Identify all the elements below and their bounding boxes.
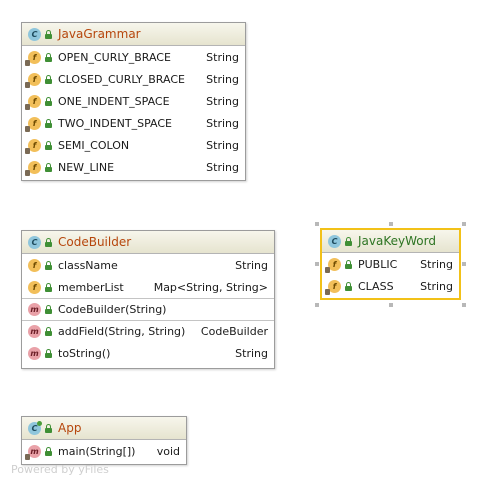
field-type: String — [206, 116, 239, 130]
field-type: String — [420, 257, 453, 271]
watermark-text: Powered by yFiles — [11, 463, 109, 476]
selection-handle[interactable] — [315, 222, 319, 226]
final-lock-icon — [45, 52, 52, 62]
field-name: OPEN_CURLY_BRACE — [58, 50, 171, 64]
field-row[interactable]: f CLOSED_CURLY_BRACE String — [22, 68, 245, 90]
public-lock-icon — [45, 29, 52, 39]
constructor-name: CodeBuilder(String) — [58, 303, 167, 316]
class-icon: C — [28, 235, 41, 249]
final-lock-icon — [45, 118, 52, 128]
class-icon: C — [28, 420, 42, 435]
field-icon: f — [28, 280, 41, 294]
class-header[interactable]: C JavaGrammar — [22, 23, 245, 46]
class-header[interactable]: C JavaKeyWord — [322, 230, 459, 253]
selection-handle[interactable] — [315, 262, 319, 266]
field-type: String — [206, 50, 239, 64]
field-name: ONE_INDENT_SPACE — [58, 94, 170, 108]
constructor-row[interactable]: m CodeBuilder(String) — [22, 298, 274, 320]
method-icon: m — [28, 325, 41, 338]
static-field-icon: f — [25, 72, 41, 88]
field-type: String — [420, 279, 453, 293]
static-field-icon: f — [25, 160, 41, 176]
method-name: toString() — [58, 346, 111, 360]
public-lock-icon — [45, 348, 52, 358]
static-field-icon: f — [25, 94, 41, 110]
method-type: CodeBuilder — [200, 325, 268, 338]
selection-handle[interactable] — [462, 303, 466, 307]
method-row[interactable]: m toString() String — [22, 342, 274, 364]
field-name: memberList — [58, 280, 124, 294]
method-row[interactable]: m addField(String, String) CodeBuilder — [22, 320, 274, 342]
final-lock-icon — [45, 162, 52, 172]
method-name: main(String[]) — [58, 444, 136, 458]
class-header[interactable]: C App — [22, 417, 186, 440]
static-field-icon: f — [25, 50, 41, 66]
field-type: String — [206, 94, 239, 108]
selection-handle[interactable] — [389, 222, 393, 226]
field-type: String — [206, 72, 239, 86]
field-name: CLOSED_CURLY_BRACE — [58, 72, 185, 86]
class-header[interactable]: C CodeBuilder — [22, 231, 274, 254]
method-row[interactable]: m main(String[]) void — [22, 440, 186, 462]
field-row[interactable]: f PUBLIC String — [322, 253, 459, 275]
public-lock-icon — [45, 327, 52, 336]
final-lock-icon — [45, 74, 52, 84]
class-title: App — [58, 421, 82, 435]
final-lock-icon — [45, 96, 52, 106]
field-row[interactable]: f TWO_INDENT_SPACE String — [22, 112, 245, 134]
selection-handle[interactable] — [389, 303, 393, 307]
selection-handle[interactable] — [462, 262, 466, 266]
static-field-icon: f — [325, 279, 341, 295]
field-row[interactable]: f CLASS String — [322, 275, 459, 297]
method-icon: m — [28, 303, 41, 316]
field-row[interactable]: f OPEN_CURLY_BRACE String — [22, 46, 245, 68]
method-type: void — [156, 444, 180, 458]
selection-handle[interactable] — [315, 303, 319, 307]
field-type: String — [235, 258, 268, 272]
field-name: CLASS — [358, 279, 394, 293]
static-field-icon: f — [25, 138, 41, 154]
field-icon: f — [28, 258, 41, 272]
final-lock-icon — [45, 140, 52, 150]
static-method-icon: m — [25, 444, 41, 460]
static-field-icon: f — [25, 116, 41, 132]
class-title: JavaKeyWord — [358, 234, 436, 248]
field-name: SEMI_COLON — [58, 138, 130, 152]
field-name: PUBLIC — [358, 257, 398, 271]
class-title: JavaGrammar — [58, 27, 141, 41]
public-lock-icon — [45, 446, 52, 456]
field-row[interactable]: f memberList Map<String, String> — [22, 276, 274, 298]
field-type: String — [206, 138, 239, 152]
public-lock-icon — [45, 237, 52, 247]
public-lock-icon — [345, 236, 352, 246]
field-row[interactable]: f ONE_INDENT_SPACE String — [22, 90, 245, 112]
field-name: className — [58, 258, 118, 272]
field-row[interactable]: f NEW_LINE String — [22, 156, 245, 178]
method-type: String — [235, 346, 268, 360]
selection-handle[interactable] — [462, 222, 466, 226]
method-name: addField(String, String) — [58, 325, 186, 338]
private-lock-icon — [45, 282, 52, 292]
field-row[interactable]: f className String — [22, 254, 274, 276]
method-icon: m — [28, 346, 41, 360]
field-name: TWO_INDENT_SPACE — [58, 116, 172, 130]
enum-icon: C — [328, 234, 341, 248]
static-field-icon: f — [325, 257, 341, 273]
field-type: String — [206, 160, 239, 174]
class-icon: C — [28, 27, 41, 41]
field-name: NEW_LINE — [58, 160, 115, 174]
final-lock-icon — [345, 259, 352, 269]
field-type: Map<String, String> — [153, 280, 268, 294]
public-lock-icon — [45, 423, 52, 433]
class-title: CodeBuilder — [58, 235, 132, 249]
public-lock-icon — [45, 305, 52, 314]
private-lock-icon — [45, 260, 52, 270]
final-lock-icon — [345, 281, 352, 291]
class-node-app[interactable]: C App m main(String[]) void — [21, 416, 187, 465]
field-row[interactable]: f SEMI_COLON String — [22, 134, 245, 156]
